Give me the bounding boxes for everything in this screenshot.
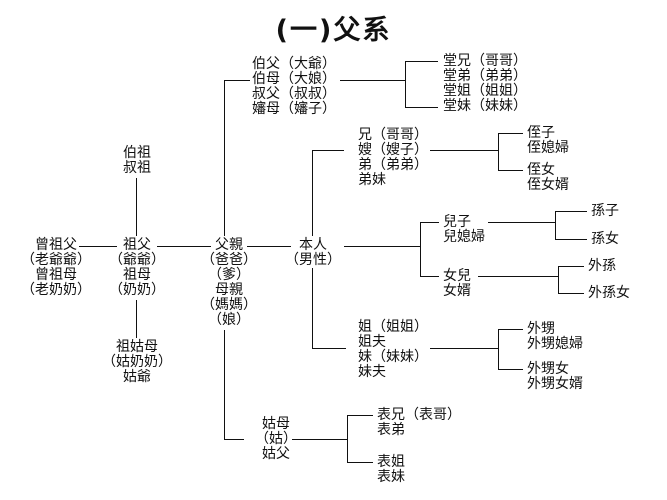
node-paternal-cousins: 堂兄（哥哥） 堂弟（弟弟） 堂姐（姐姐） 堂妹（妹妹） [443, 53, 527, 114]
connector-self-children [344, 246, 420, 247]
connector-granduncles-grandparents [136, 178, 137, 236]
node-sisters-son: 外甥 外甥媳婦 [527, 321, 583, 352]
bracket-arm-grandson [555, 211, 587, 212]
connector-grandparents-parents [157, 246, 211, 247]
bracket-sisters-children [498, 329, 499, 369]
bracket-arm-sisters-daughter [498, 369, 523, 370]
connector-greatgrandparents-grandparents [79, 246, 117, 247]
bracket-arm-daughters-daughter [558, 293, 584, 294]
bracket-arm-biao-sisters [347, 462, 373, 463]
connector-son-grandchildren [488, 222, 555, 223]
bracket-daughters-children [558, 266, 559, 293]
connector-self-down [312, 268, 313, 348]
node-granduncles: 伯祖 叔祖 [123, 145, 151, 176]
bracket-arm-biao-brothers [347, 415, 373, 416]
bracket-nephews [498, 133, 499, 170]
node-aunt: 姑母 （姑） 姑父 [255, 416, 297, 462]
bracket-arm-granddaughter [555, 239, 587, 240]
node-grandaunts: 祖姑母 （姑奶奶） 姑爺 [102, 339, 172, 385]
node-son: 兒子 兒媳婦 [443, 214, 485, 245]
node-niece: 侄女 侄女婿 [527, 162, 569, 193]
connector-brothers-nephews [430, 150, 498, 151]
connector-to-uncles [224, 80, 250, 81]
node-parents: 父親 （爸爸） （爹） 母親 （媽媽） （娘） [201, 237, 257, 328]
bracket-arm-nephew [498, 133, 523, 134]
bracket-arm-cousin-elder [405, 61, 438, 62]
node-brothers: 兄（哥哥） 嫂（嫂子） 弟（弟弟） 弟妹 [358, 127, 428, 188]
connector-parents-self [247, 246, 291, 247]
node-uncles: 伯父（大爺） 伯母（大娘） 叔父（叔叔） 嬸母（嬸子） [252, 56, 336, 117]
node-daughters-son: 外孫 [588, 258, 616, 274]
connector-parents-up [224, 80, 225, 236]
node-granddaughter: 孫女 [591, 231, 619, 247]
node-nephew: 侄子 侄媳婦 [527, 125, 569, 156]
connector-grandparents-grandaunts [136, 300, 137, 338]
bracket-children [420, 222, 421, 276]
bracket-arm-niece [498, 170, 523, 171]
connector-to-aunt [224, 439, 244, 440]
node-grandson: 孫子 [591, 203, 619, 219]
connector-self-up [312, 150, 313, 236]
bracket-paternal-cousins [405, 61, 406, 107]
bracket-arm-son [420, 222, 439, 223]
connector-uncles-cousins [340, 80, 405, 81]
node-great-grandparents: 曾祖父 （老爺爺） 曾祖母 （老奶奶） [21, 237, 91, 298]
node-aunt-daughters: 表姐 表妹 [377, 454, 405, 485]
bracket-arm-sisters-son [498, 329, 523, 330]
diagram-title: (一)父系 [275, 15, 392, 46]
bracket-arm-cousin-younger [405, 107, 438, 108]
node-sisters-daughter: 外甥女 外甥女婿 [527, 361, 583, 392]
connector-to-brothers [312, 150, 344, 151]
node-aunt-sons: 表兄（表哥） 表弟 [377, 407, 461, 438]
node-self: 本人 （男性） [285, 237, 341, 268]
node-sisters: 姐（姐姐） 姐夫 妹（妹妹） 妹夫 [358, 319, 428, 380]
connector-sisters-nephews [430, 348, 498, 349]
connector-parents-down [224, 330, 225, 439]
bracket-aunt-cousins [347, 415, 348, 462]
connector-to-sisters [312, 348, 346, 349]
node-daughters-daughter: 外孫女 [588, 285, 630, 301]
connector-aunt-cousins [292, 439, 347, 440]
bracket-arm-daughter [420, 276, 439, 277]
node-grandparents: 祖父 （爺爺） 祖母 （奶奶） [109, 237, 165, 298]
bracket-grandchildren [555, 211, 556, 239]
bracket-arm-daughters-son [558, 266, 584, 267]
connector-daughter-grandchildren [478, 276, 558, 277]
node-daughter: 女兒 女婿 [443, 268, 471, 299]
